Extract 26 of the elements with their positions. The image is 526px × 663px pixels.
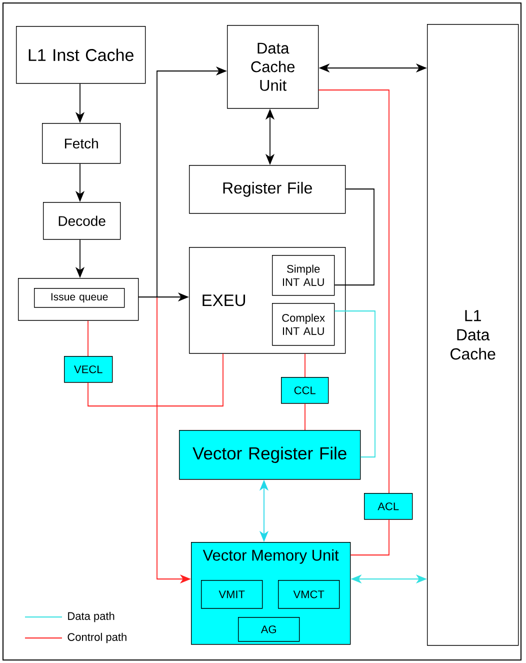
logic-box: ACL <box>364 493 413 520</box>
connector-line <box>350 519 390 556</box>
alu-box: Simple INT ALU <box>272 255 335 296</box>
stage-box: Decode <box>43 202 121 240</box>
unit-box: Register File <box>189 165 346 214</box>
unit-box: Data Cache Unit <box>227 25 319 109</box>
sub-unit-box: AG <box>238 617 300 642</box>
alu-box: Complex INT ALU <box>272 303 335 346</box>
connector-line <box>304 403 306 430</box>
connector-line <box>334 310 376 458</box>
cache-box: L1 Inst Cache <box>16 26 146 84</box>
queue-frame <box>18 278 139 321</box>
legend-text: Data path <box>68 612 114 622</box>
connector-line <box>88 353 224 406</box>
logic-box: VECL <box>64 356 113 383</box>
connector-line <box>318 90 390 494</box>
legend-text: Control path <box>68 632 126 644</box>
stage-box: Fetch <box>42 123 121 164</box>
sub-unit-box: VMIT <box>201 580 263 609</box>
queue-box: Issue queue <box>34 288 125 308</box>
sub-unit-box: VMCT <box>278 580 340 609</box>
connector-line <box>304 353 306 378</box>
cache-box: L1 Data Cache <box>427 24 519 646</box>
unit-box: Vector Register File <box>179 430 361 480</box>
connector-line <box>334 188 374 286</box>
logic-box: CCL <box>281 377 329 404</box>
